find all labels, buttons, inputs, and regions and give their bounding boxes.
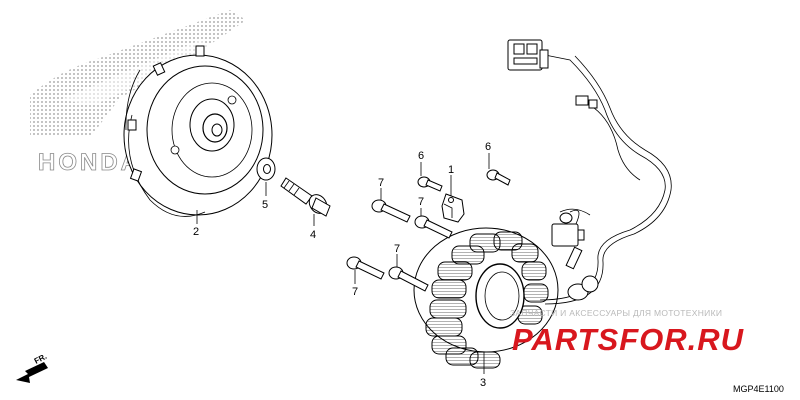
bolt-7-a bbox=[371, 199, 411, 223]
callout-7a: 7 bbox=[378, 177, 384, 189]
callout-7d: 7 bbox=[352, 286, 358, 298]
flange-bolt bbox=[280, 177, 331, 217]
bolt-7-d bbox=[388, 266, 429, 292]
callout-3: 3 bbox=[480, 377, 486, 389]
callout-6b: 6 bbox=[485, 141, 491, 153]
stator-assembly bbox=[413, 227, 559, 369]
callout-6a: 6 bbox=[418, 150, 424, 162]
callout-labels: 1 2 3 4 5 6 6 7 7 7 7 7 bbox=[193, 141, 491, 389]
honda-wing-logo: HONDA bbox=[30, 10, 246, 176]
callout-4: 4 bbox=[310, 229, 316, 241]
honda-wordmark: HONDA bbox=[38, 149, 141, 176]
watermark-tagline: ЗАПЧАСТИ И АКСЕССУАРЫ ДЛЯ МОТОТЕХНИКИ bbox=[510, 308, 722, 318]
pulse-generator-sensor bbox=[551, 212, 585, 270]
small-connector bbox=[575, 95, 598, 109]
front-direction-arrow: FR. bbox=[16, 352, 48, 383]
main-connector bbox=[507, 39, 549, 71]
callout-2: 2 bbox=[193, 226, 199, 238]
callout-7b: 7 bbox=[418, 196, 424, 208]
screw-6-b bbox=[486, 169, 511, 186]
callout-7c: 7 bbox=[394, 243, 400, 255]
front-direction-label: FR. bbox=[33, 352, 49, 366]
callout-1: 1 bbox=[448, 164, 454, 176]
watermark-shop-name: PARTSFOR.RU bbox=[512, 322, 745, 357]
diagram-code: MGP4E1100 bbox=[733, 384, 784, 394]
grommet bbox=[567, 275, 599, 301]
flywheel-rotor bbox=[123, 45, 273, 217]
washer bbox=[256, 157, 276, 181]
callout-5: 5 bbox=[262, 199, 268, 211]
wiring-harness bbox=[539, 54, 672, 305]
screw-6-a bbox=[417, 176, 443, 192]
wire-clamp bbox=[441, 193, 465, 223]
bolt-7-b bbox=[414, 215, 453, 239]
bolt-7-c bbox=[346, 256, 385, 280]
leader-lines bbox=[196, 153, 490, 374]
